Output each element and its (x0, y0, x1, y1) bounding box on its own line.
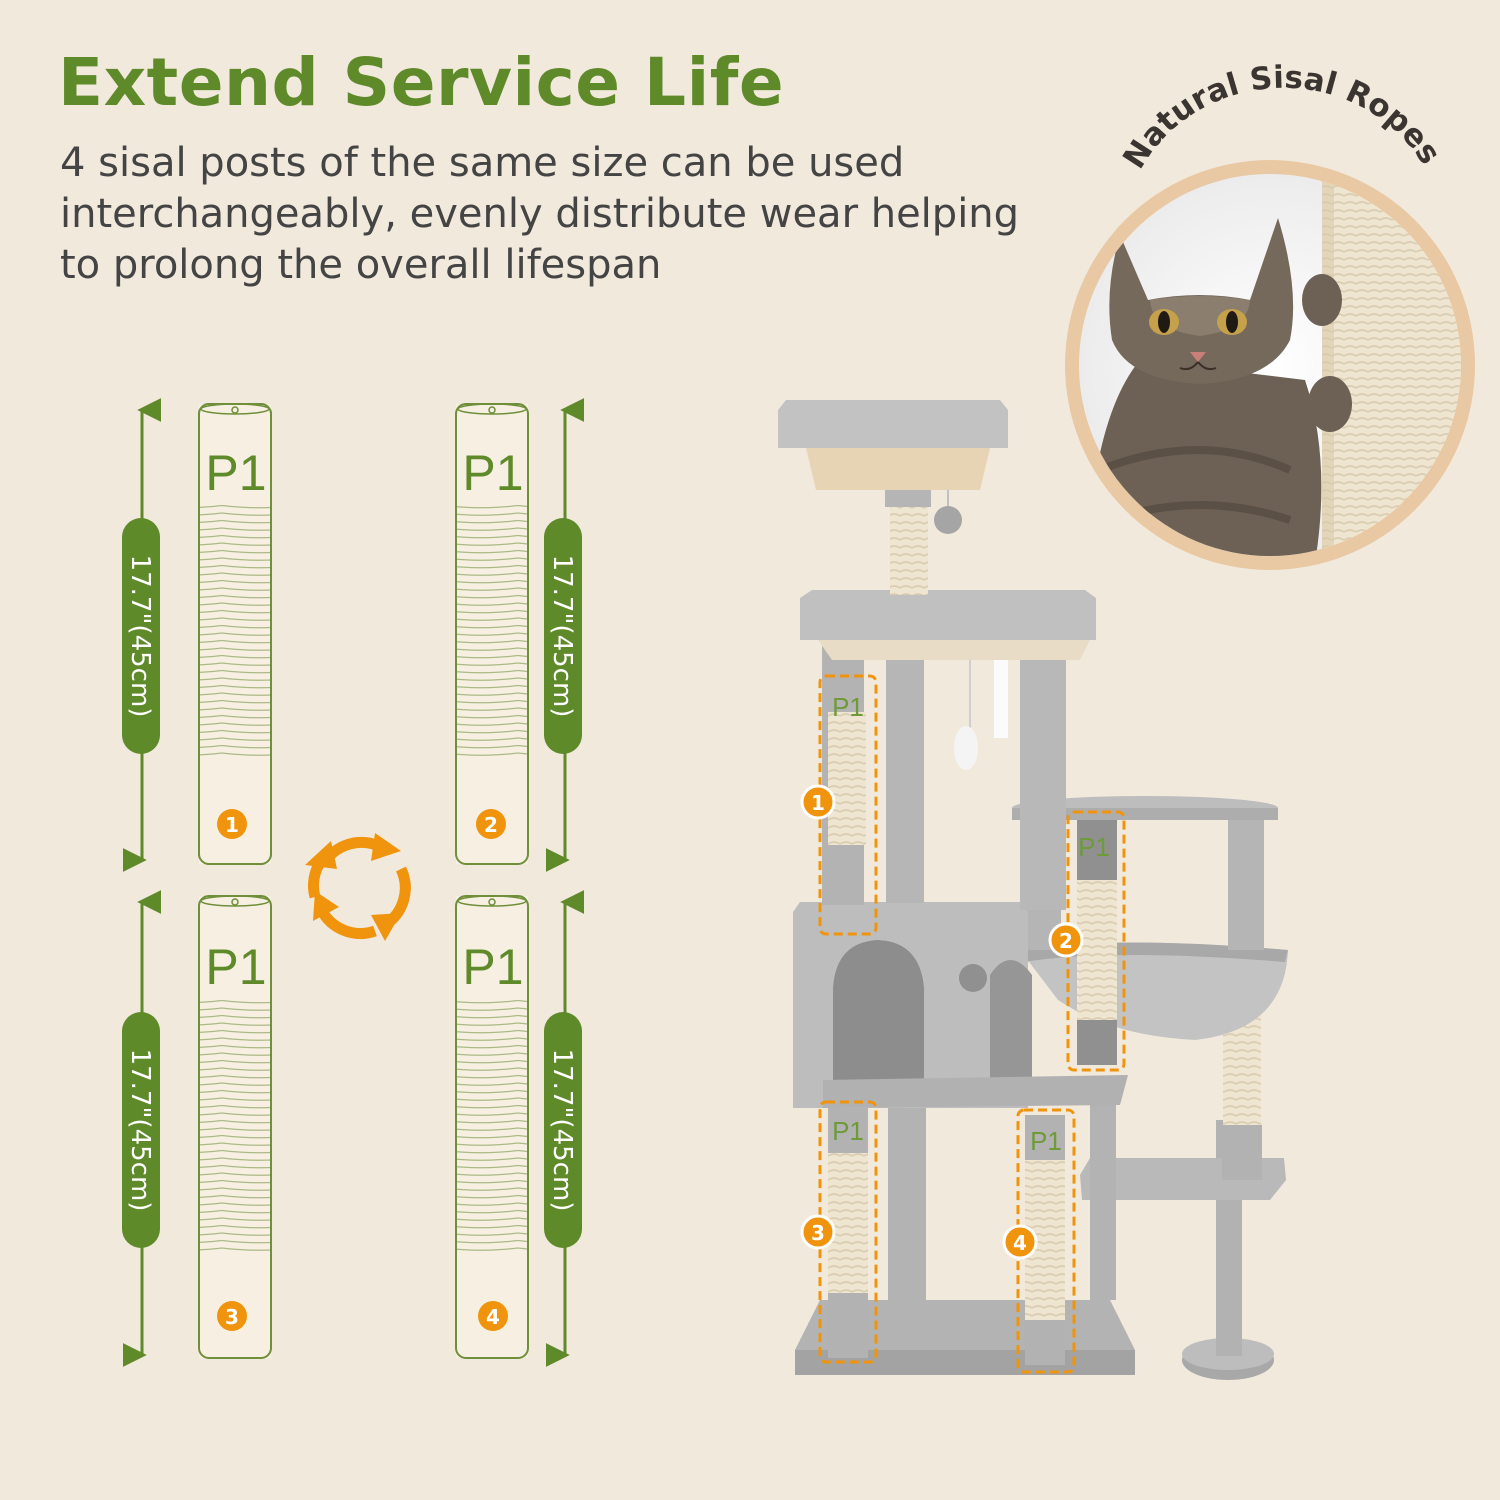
post-code-label: P1 (205, 939, 266, 995)
post-code-label: P1 (205, 445, 266, 501)
page-title: Extend Service Life (58, 44, 785, 121)
inset-caption: Natural Sisal Ropes (1116, 60, 1447, 175)
svg-text:2: 2 (484, 813, 498, 837)
svg-text:4: 4 (1013, 1231, 1027, 1255)
post-code-label: P1 (462, 939, 523, 995)
tree-marker-1: P1 1 (800, 674, 878, 936)
post-dimension-label: 17.7"(45cm) (547, 555, 577, 718)
post-diagram-3: 17.7"(45cm) P1 3 (122, 890, 272, 1367)
post-dimension-label: 17.7"(45cm) (125, 1049, 155, 1212)
tree-marker-4: P1 4 (1002, 1108, 1076, 1374)
tree-marker-badge (1048, 922, 1084, 958)
post-diagram-1: 17.7"(45cm) P1 1 (122, 398, 272, 872)
svg-text:4: 4 (486, 1305, 500, 1329)
tree-marker-badge (1002, 1224, 1038, 1260)
tree-marker-badge (800, 784, 836, 820)
svg-text:Natural Sisal Ropes: Natural Sisal Ropes (1116, 60, 1447, 175)
post-dimension-label: 17.7"(45cm) (547, 1049, 577, 1212)
svg-text:1: 1 (225, 813, 239, 837)
tree-marker-badge (800, 1214, 836, 1250)
tree-marker-code: P1 (1078, 832, 1110, 862)
tree-marker-2: P1 2 (1048, 810, 1126, 1072)
post-number-badge (478, 1301, 508, 1331)
post-diagram-2: 17.7"(45cm) P1 2 (455, 398, 585, 872)
cycle-arrows-icon (305, 833, 411, 941)
post-number-badge (217, 809, 247, 839)
cat-tree (778, 400, 1288, 1380)
tree-marker-code: P1 (832, 1116, 864, 1146)
post-code-label: P1 (462, 445, 523, 501)
post-diagram-4: 17.7"(45cm) P1 4 (455, 890, 585, 1367)
svg-text:3: 3 (811, 1221, 825, 1245)
post-number-badge (476, 809, 506, 839)
tree-marker-code: P1 (1030, 1126, 1062, 1156)
inset-photo: Natural Sisal Ropes (1065, 60, 1475, 570)
post-number-badge (217, 1301, 247, 1331)
page-subtitle: 4 sisal posts of the same size can be us… (60, 140, 1020, 288)
svg-text:2: 2 (1059, 929, 1073, 953)
tree-marker-code: P1 (832, 692, 864, 722)
svg-text:1: 1 (811, 791, 825, 815)
tree-marker-3: P1 3 (800, 1100, 878, 1364)
post-dimension-label: 17.7"(45cm) (125, 555, 155, 718)
svg-text:3: 3 (225, 1305, 239, 1329)
